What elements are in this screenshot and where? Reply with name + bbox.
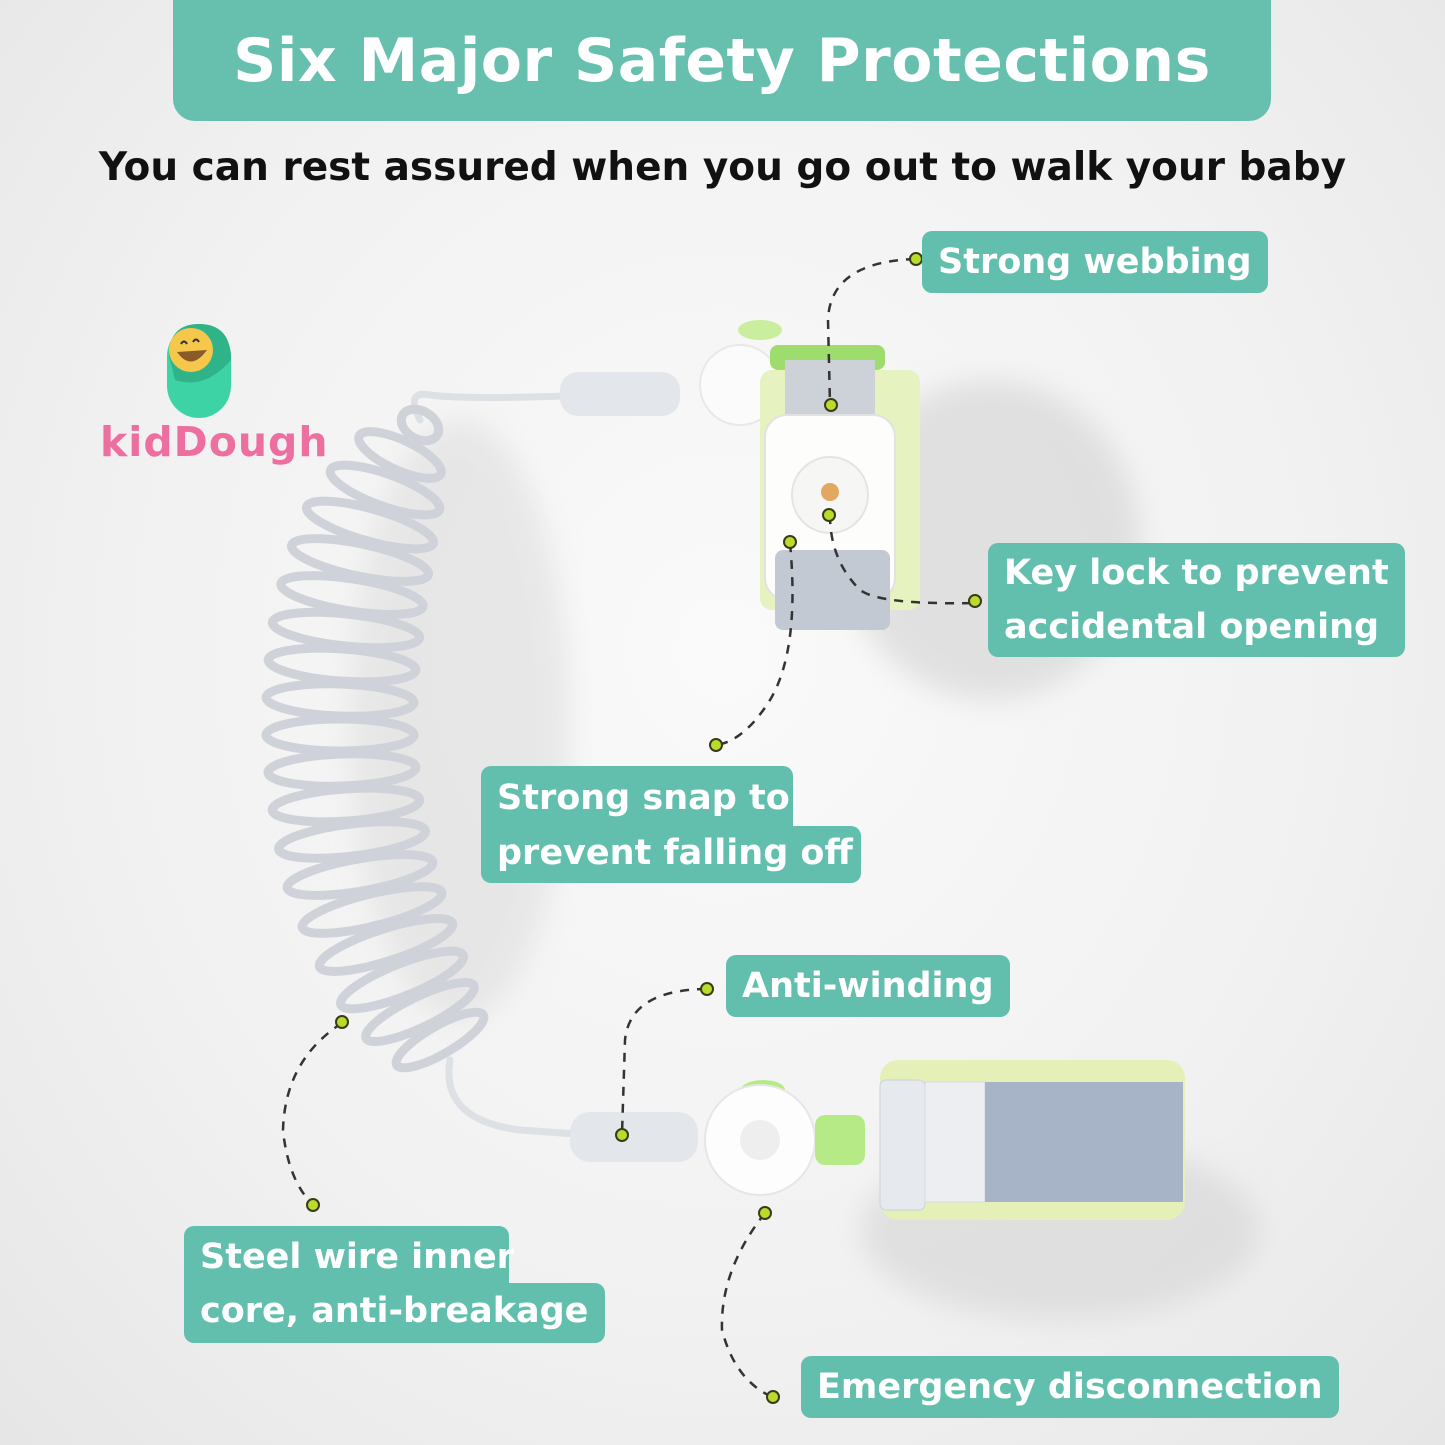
feature-label-steel-wire-line1: Steel wire inner xyxy=(184,1226,514,1286)
page-subtitle: You can rest assured when you go out to … xyxy=(98,145,1347,190)
feature-label-strong-webbing: Strong webbing xyxy=(922,231,1268,293)
feature-label-anti-winding: Anti-winding xyxy=(726,955,1010,1017)
brand-logo: kidDough xyxy=(95,320,328,470)
smiling-baby-swaddle-icon xyxy=(167,324,231,418)
title-banner: Six Major Safety Protections xyxy=(173,0,1271,121)
wrist-strap-bottom xyxy=(879,1060,1185,1220)
feature-label-steel-wire-line2: core, anti-breakage xyxy=(184,1283,605,1343)
coiled-cable xyxy=(261,390,594,1139)
feature-label-key-lock: Key lock to prevent accidental opening xyxy=(988,543,1405,657)
feature-label-strong-snap-line2: prevent falling off xyxy=(481,826,861,883)
swivel-ring-bottom xyxy=(704,1080,865,1196)
page-title: Six Major Safety Protections xyxy=(233,25,1211,96)
feature-label-strong-snap-line1: Strong snap to xyxy=(481,766,793,828)
feature-label-emergency-disconnection: Emergency disconnection xyxy=(801,1356,1339,1418)
brand-name: kidDough xyxy=(100,418,329,466)
cable-sleeve-top xyxy=(560,372,680,416)
callout-dots xyxy=(306,252,982,1404)
callout-leader-lines xyxy=(281,257,976,1399)
wrist-strap-top xyxy=(760,345,920,630)
cable-sleeve-bottom xyxy=(570,1112,698,1162)
